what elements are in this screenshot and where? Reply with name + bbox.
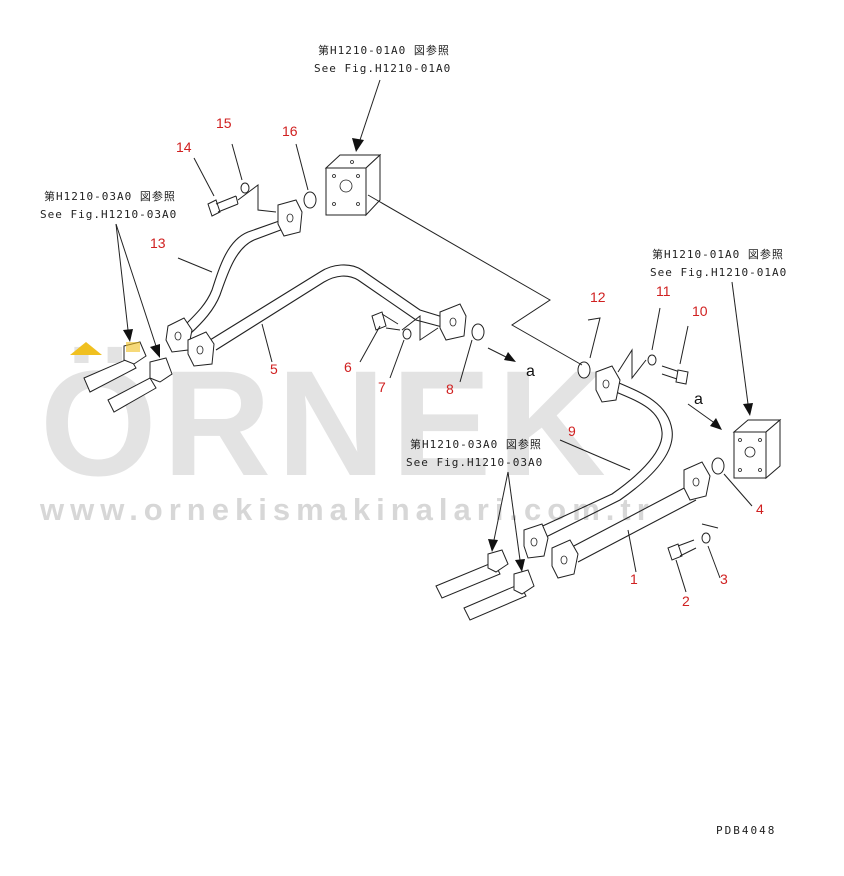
highlight-flange: [126, 342, 140, 352]
left-hoses: [83, 341, 173, 413]
part-number-11: 11: [656, 283, 671, 299]
part-number-6: 6: [344, 359, 352, 375]
reference-left: 第H1210-03A0 図参照 See Fig.H1210-03A0: [40, 189, 177, 221]
reference-jp: 第H1210-01A0 図参照: [318, 43, 450, 57]
part-number-10: 10: [692, 303, 708, 319]
part-number-15: 15: [216, 115, 232, 131]
part-number-5: 5: [270, 361, 278, 377]
part-leaders: [177, 143, 753, 593]
part-number-9: 9: [568, 423, 576, 439]
part-number-1: 1: [630, 571, 638, 587]
reference-en: See Fig.H1210-03A0: [406, 456, 543, 469]
pipe-1: [551, 461, 711, 579]
reference-jp: 第H1210-01A0 図参照: [652, 247, 784, 261]
connection-label-a-left: a: [526, 363, 535, 380]
pipe-5: [187, 264, 467, 367]
reference-center-bottom: 第H1210-03A0 図参照 See Fig.H1210-03A0: [406, 437, 543, 469]
pipe-13: [165, 199, 303, 353]
reference-jp: 第H1210-03A0 図参照: [44, 189, 176, 203]
lower-hoses: [435, 549, 535, 621]
reference-jp: 第H1210-03A0 図参照: [410, 437, 542, 451]
part-number-3: 3: [720, 571, 728, 587]
watermark-url: www.ornekismakinalari.com.tr: [39, 492, 655, 527]
part-number-7: 7: [378, 379, 386, 395]
part-number-12: 12: [590, 289, 606, 305]
part-number-8: 8: [446, 381, 454, 397]
part-number-16: 16: [282, 123, 298, 139]
connection-label-a-right: a: [694, 391, 703, 408]
reference-en: See Fig.H1210-01A0: [650, 266, 787, 279]
reference-en: See Fig.H1210-03A0: [40, 208, 177, 221]
pipe-9: [523, 365, 673, 559]
reference-en: See Fig.H1210-01A0: [314, 62, 451, 75]
part-numbers: 1 2 3 4 5 6 7 8 9 10 11 12 13 14 15 16: [150, 115, 764, 609]
part-number-13: 13: [150, 235, 166, 251]
reference-top-center: 第H1210-01A0 図参照 See Fig.H1210-01A0: [314, 43, 451, 75]
watermark: ÖRNEK www.ornekismakinalari.com.tr: [39, 339, 655, 527]
part-number-14: 14: [176, 139, 192, 155]
hardware: [207, 182, 725, 561]
valve-block-right: [732, 418, 782, 480]
reference-right: 第H1210-01A0 図参照 See Fig.H1210-01A0: [650, 247, 787, 279]
connection-lines: [237, 184, 722, 529]
watermark-accent-mark: [70, 342, 102, 355]
part-number-2: 2: [682, 593, 690, 609]
valve-block-top: [324, 153, 382, 217]
part-number-4: 4: [756, 501, 764, 517]
drawing-code: PDB4048: [716, 824, 776, 837]
reference-leaders: [115, 79, 753, 572]
